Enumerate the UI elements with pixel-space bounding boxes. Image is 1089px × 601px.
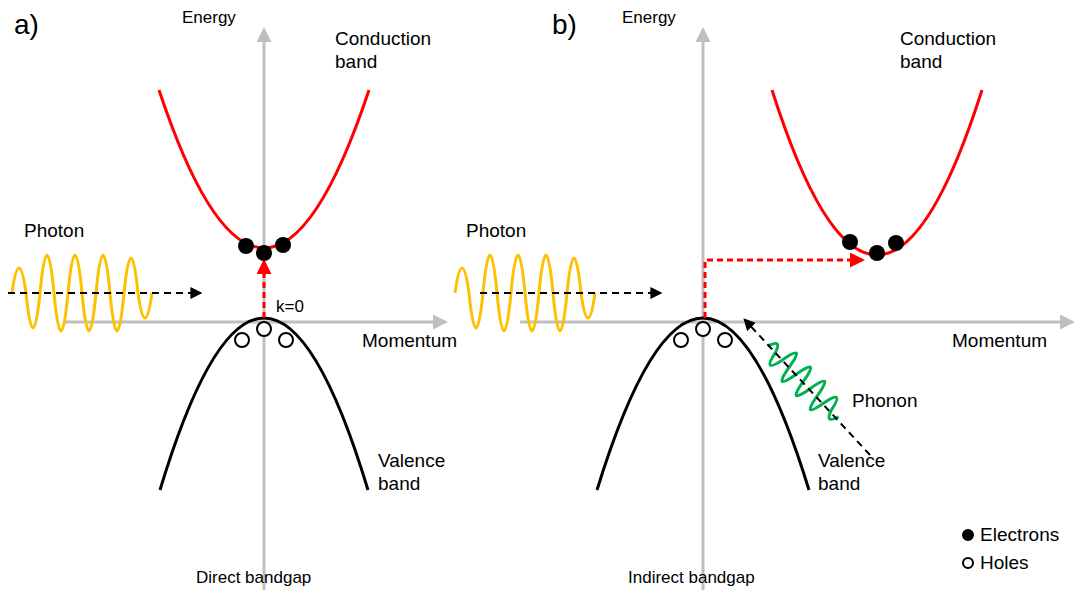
hole (696, 322, 710, 336)
axis-title: Momentum (952, 330, 1047, 353)
band-name: Conduction band (335, 28, 465, 74)
panel-letter: b) (552, 8, 577, 42)
photon-direction-arrow (480, 292, 660, 294)
momentum-axis (520, 321, 1072, 324)
electron (869, 245, 885, 261)
direct-transition-arrow (263, 262, 266, 318)
indirect-transition-arrow (705, 260, 862, 318)
phonon-direction-arrow (745, 320, 870, 455)
axis-title: Energy (182, 8, 236, 28)
hole (257, 322, 271, 336)
legend-text: Holes (980, 552, 1029, 574)
electron (256, 245, 272, 261)
momentum-axis (65, 321, 445, 324)
energy-axis (702, 30, 705, 590)
legend-swatch (962, 557, 974, 569)
band-name: Valence band (818, 450, 918, 496)
photon-wave (455, 255, 595, 331)
panel-letter: a) (14, 8, 39, 42)
wave-name: Phonon (852, 390, 918, 413)
axis-title: Energy (622, 8, 676, 28)
band-name: Valence band (378, 450, 478, 496)
photon-direction-arrow (8, 292, 200, 294)
electron (238, 238, 254, 254)
axis-title: Momentum (362, 330, 457, 353)
panel-caption: Direct bandgap (196, 568, 311, 588)
electron (275, 237, 291, 253)
hole (235, 333, 249, 347)
conduction-band-curve (159, 90, 369, 248)
electron (842, 234, 858, 250)
k-point: k=0 (276, 297, 304, 317)
panel-caption: Indirect bandgap (628, 568, 755, 588)
energy-axis (263, 30, 266, 590)
valence-band-curve (160, 318, 368, 490)
legend-swatch (962, 529, 974, 541)
hole (279, 333, 293, 347)
wave-name: Photon (24, 220, 84, 243)
electron (888, 235, 904, 251)
legend-entry: Electrons (962, 524, 1059, 546)
hole (718, 333, 732, 347)
wave-name: Photon (466, 220, 526, 243)
band-name: Conduction band (900, 28, 1030, 74)
legend-text: Electrons (980, 524, 1059, 546)
conduction-band-curve (772, 90, 982, 255)
legend-entry: Holes (962, 552, 1029, 574)
hole (674, 333, 688, 347)
